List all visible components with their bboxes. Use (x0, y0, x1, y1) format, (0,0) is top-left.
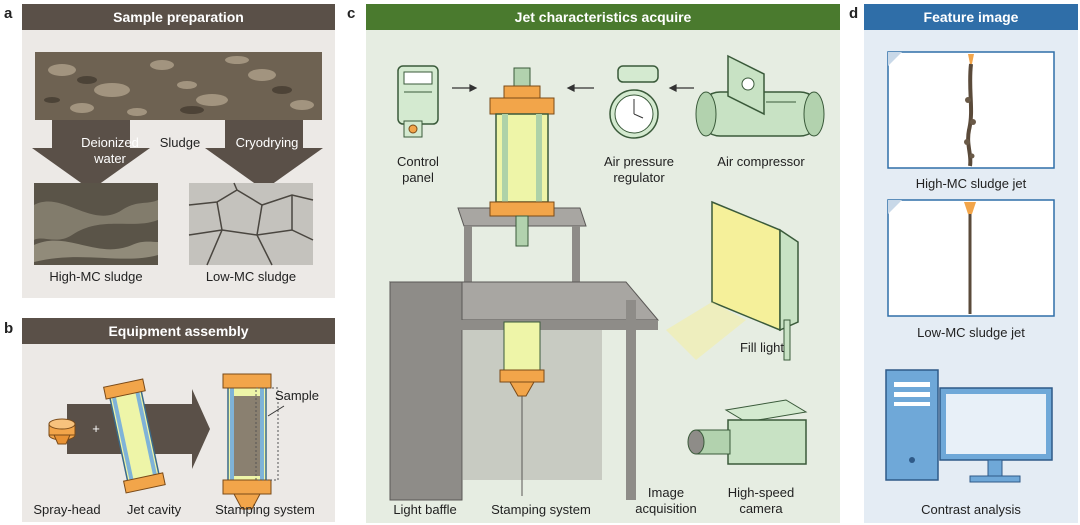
air-pressure-regulator-label: Air pressure regulator (603, 154, 675, 185)
high-speed-camera-device (687, 399, 808, 465)
air-compressor-label: Air compressor (717, 154, 805, 169)
control-panel-label: Control panel (397, 154, 439, 185)
stamping-system-part (222, 373, 279, 510)
cryodrying-label: Cryodrying (235, 135, 299, 150)
stamping-system-label-c: Stamping system (491, 502, 591, 517)
high-mc-jet-image (887, 51, 1055, 169)
panel-c-title: Jet characteristics acquire (366, 4, 840, 30)
sludge-illustration (32, 52, 323, 266)
panel-a-title: Sample preparation (22, 4, 335, 30)
panel-b-letter: b (4, 320, 14, 337)
sludge-label: Sludge (159, 135, 201, 150)
panel-c-letter: c (347, 5, 356, 22)
panel-d: Feature image High-MC (864, 4, 1078, 523)
feature-images-illustration (885, 51, 1055, 483)
stamping-system-label-b: Stamping system (215, 502, 315, 517)
panel-d-letter: d (849, 5, 859, 22)
panel-c: Jet characteristics acquire (366, 4, 840, 523)
computer-device (885, 369, 1053, 483)
fill-light-label: Fill light (739, 340, 785, 355)
panel-d-title: Feature image (864, 4, 1078, 30)
light-baffle-label: Light baffle (393, 502, 457, 517)
high-speed-camera-label: High-speed camera (727, 485, 795, 516)
jet-cavity-part (103, 378, 166, 494)
right-arrow (205, 120, 323, 190)
low-mc-sludge-label: Low-MC sludge (205, 269, 297, 284)
contrast-analysis-label: Contrast analysis (921, 502, 1021, 517)
fill-light-device (666, 200, 799, 361)
panel-a-letter: a (4, 5, 13, 22)
sample-label: Sample (274, 388, 320, 403)
deionized-water-label: Deionized water (81, 135, 139, 166)
light-baffle-panel (389, 281, 463, 501)
low-mc-jet-label: Low-MC sludge jet (917, 325, 1025, 340)
jet-cavity-label: Jet cavity (126, 502, 182, 517)
high-mc-jet-label: High-MC sludge jet (915, 176, 1027, 191)
spray-head (48, 418, 76, 445)
assembly-illustration (48, 373, 285, 510)
jet-cavity-main (489, 67, 555, 247)
panel-b: Equipment assembly (22, 318, 335, 522)
stamping-system-device (499, 321, 545, 496)
panel-a: Sample preparation Deionized w (22, 4, 335, 298)
left-arrow (32, 120, 150, 190)
high-mc-sludge-label: High-MC sludge (49, 269, 143, 284)
air-compressor-device (695, 54, 825, 137)
control-panel-device (397, 65, 439, 138)
image-acquisition-label: Image acquisition (635, 485, 697, 516)
low-mc-jet-image (887, 199, 1055, 317)
spray-head-label: Spray-head (33, 502, 101, 517)
air-pressure-regulator-device (609, 65, 659, 139)
plus-sign: + (92, 421, 100, 436)
panel-b-title: Equipment assembly (22, 318, 335, 344)
jet-setup-illustration (388, 54, 825, 501)
